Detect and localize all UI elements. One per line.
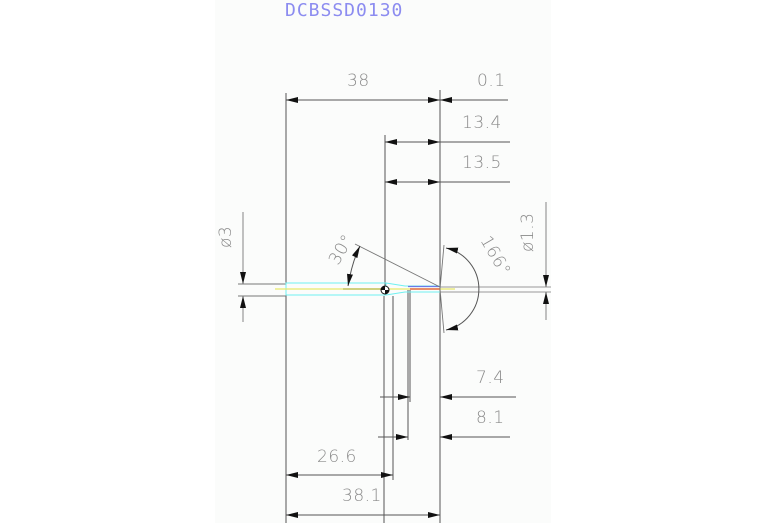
dimension-dia1-3-label: ø1.3 xyxy=(518,213,538,252)
dimension-0-1-label: 0.1 xyxy=(477,71,506,91)
dimension-38-label: 38 xyxy=(347,71,370,91)
drawing-panel xyxy=(215,0,551,523)
dimension-dia3-label: ø3 xyxy=(216,226,236,248)
part-number-title: DCBSSD0130 xyxy=(285,0,403,21)
neck-taper-bottom xyxy=(385,291,440,296)
dimension-8-1-label: 8.1 xyxy=(476,408,505,428)
arrow-0-1 xyxy=(440,97,452,103)
dimension-38-1-label: 38.1 xyxy=(342,486,382,506)
dimension-7-4-label: 7.4 xyxy=(476,368,505,388)
point-angle-line-bottom xyxy=(439,288,445,334)
angle-30-line xyxy=(354,243,441,288)
point-angle-line-top xyxy=(439,244,445,290)
neck-taper-top xyxy=(385,282,440,287)
dimension-26-6-label: 26.6 xyxy=(317,447,357,467)
point-angle-arc xyxy=(445,247,480,331)
dimension-13-4-label: 13.4 xyxy=(462,113,502,133)
angle-30-arc xyxy=(347,245,361,287)
center-mark-icon xyxy=(380,285,390,295)
dimension-13-5-label: 13.5 xyxy=(462,153,502,173)
point-angle-label: 166° xyxy=(476,233,515,280)
